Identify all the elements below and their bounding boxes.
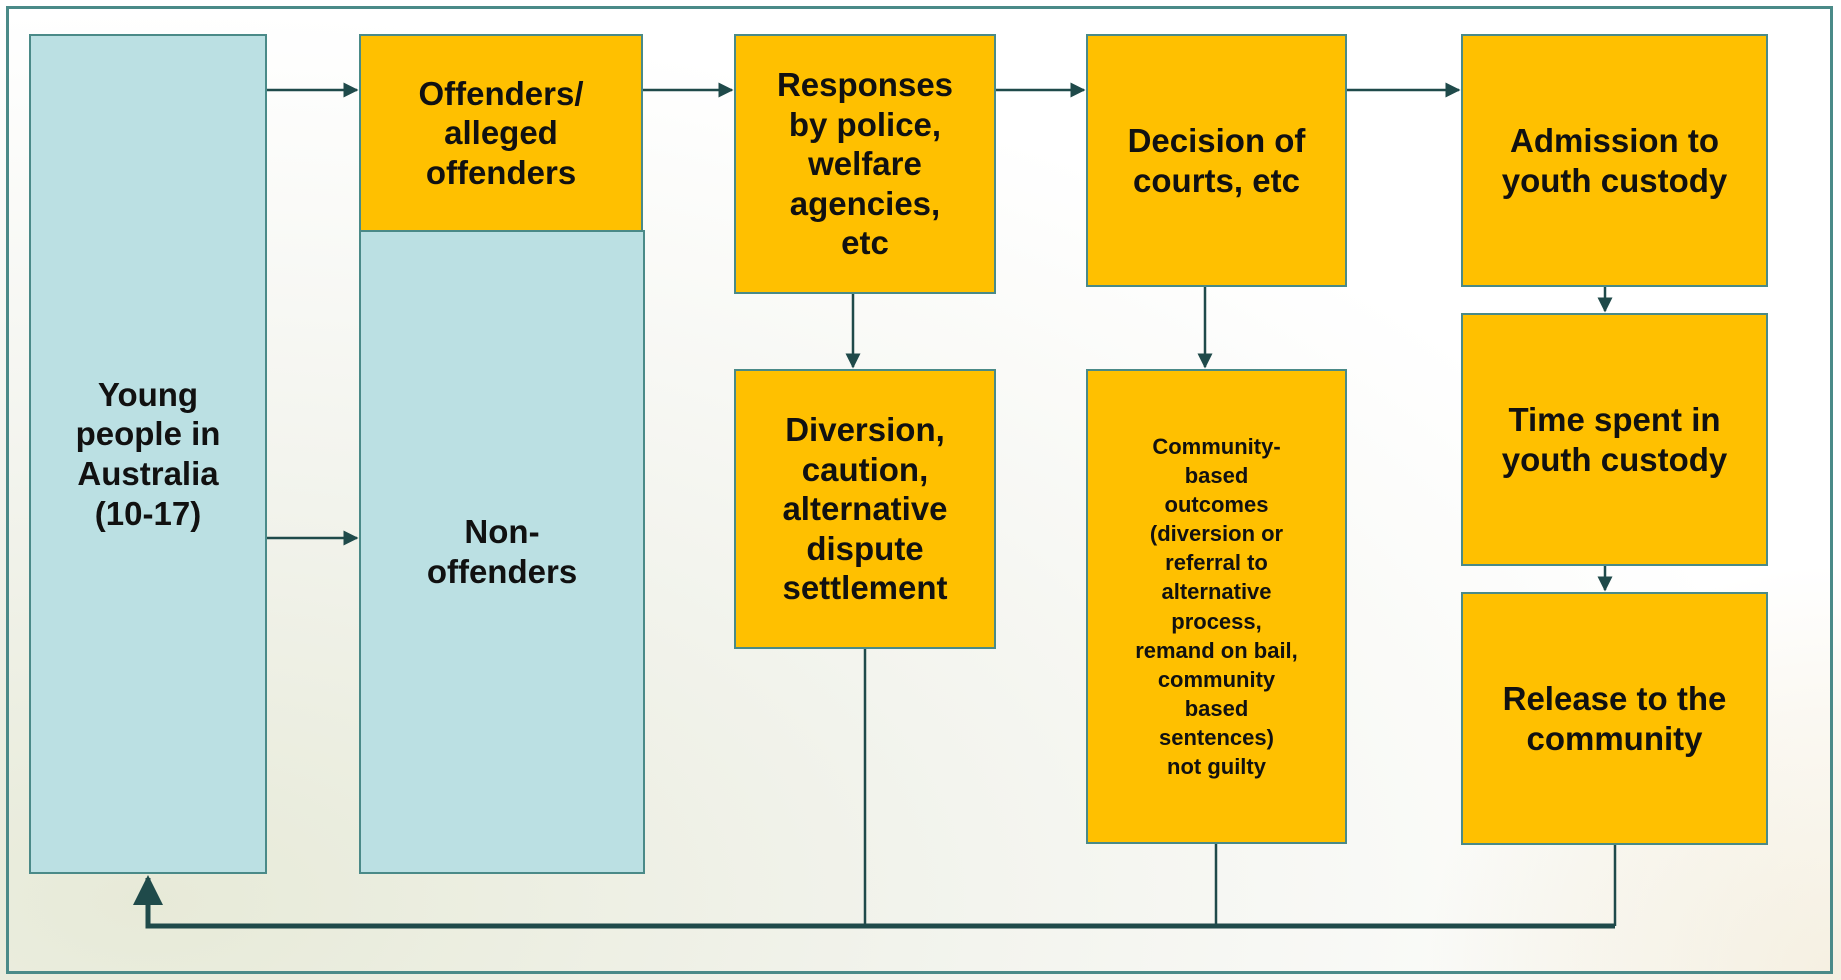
box-responses: Responses by police, welfare agencies, e… <box>734 34 996 294</box>
arrow-return-to-young-people <box>133 875 1615 929</box>
slide-frame <box>6 6 1833 974</box>
box-decision: Decision of courts, etc <box>1086 34 1347 287</box>
box-time-spent: Time spent in youth custody <box>1461 313 1768 566</box>
box-admission: Admission to youth custody <box>1461 34 1768 287</box>
box-diversion: Diversion, caution, alternative dispute … <box>734 369 996 649</box>
box-young-people: Young people in Australia (10-17) <box>29 34 267 874</box>
box-non-offenders: Non- offenders <box>359 230 645 874</box>
box-release: Release to the community <box>1461 592 1768 845</box>
box-community-outcomes: Community- based outcomes (diversion or … <box>1086 369 1347 844</box>
